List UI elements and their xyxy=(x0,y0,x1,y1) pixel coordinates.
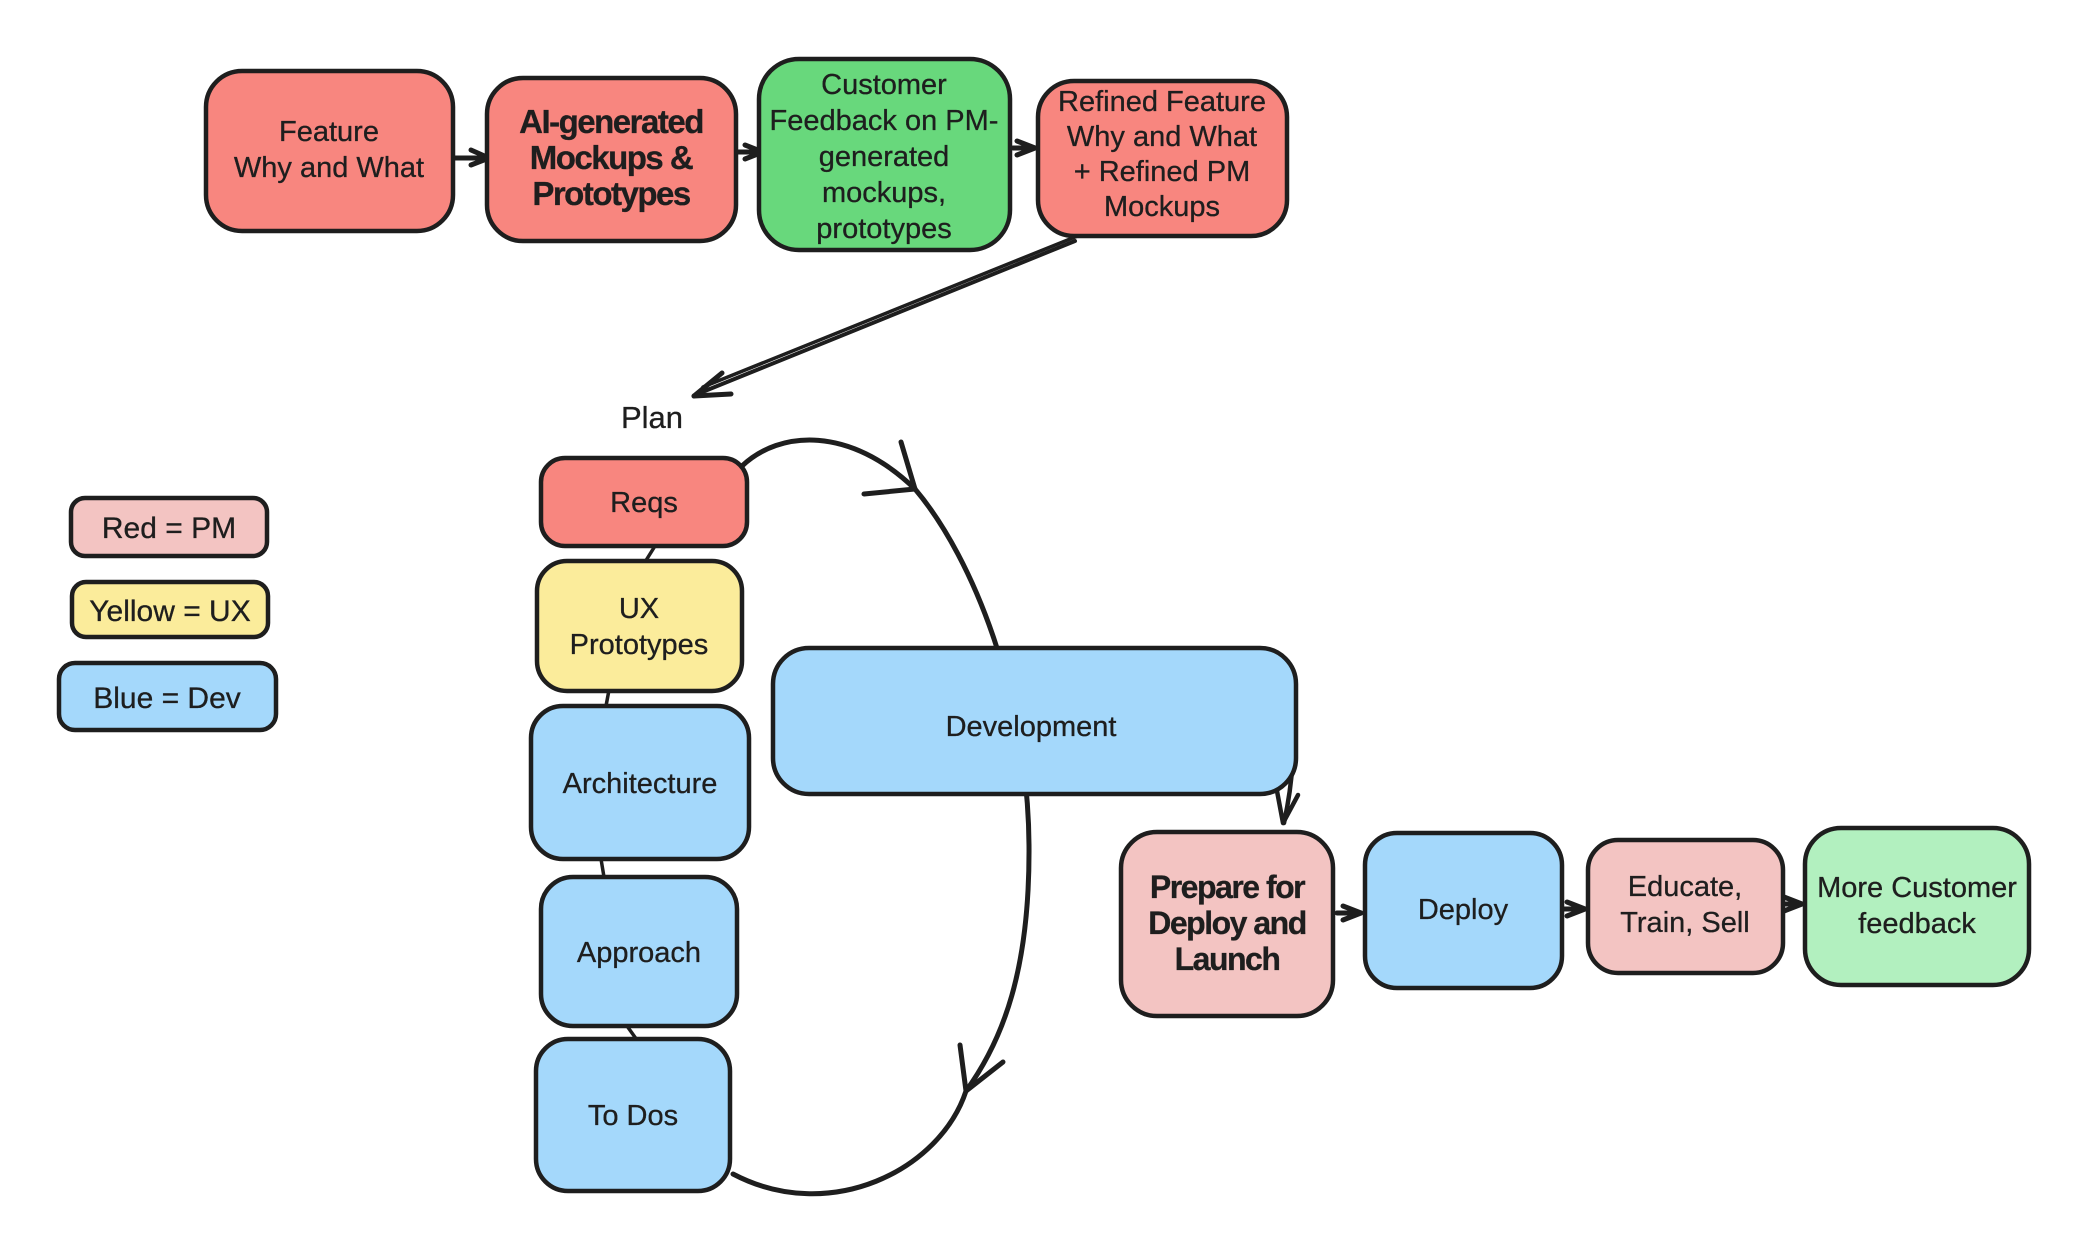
svg-text:Prepare for: Prepare for xyxy=(1150,869,1305,905)
svg-text:Blue = Dev: Blue = Dev xyxy=(93,682,241,715)
svg-text:Yellow = UX: Yellow = UX xyxy=(89,595,250,628)
svg-text:Prototypes: Prototypes xyxy=(570,629,709,661)
svg-text:Launch: Launch xyxy=(1175,941,1280,977)
svg-text:Deploy and: Deploy and xyxy=(1148,905,1305,941)
svg-text:Customer: Customer xyxy=(821,69,947,101)
svg-text:generated: generated xyxy=(819,141,950,173)
svg-text:Reqs: Reqs xyxy=(610,487,678,519)
svg-text:Mockups: Mockups xyxy=(1104,191,1220,223)
svg-text:Why and What: Why and What xyxy=(1067,121,1257,153)
svg-text:Deploy: Deploy xyxy=(1418,894,1509,926)
svg-text:Approach: Approach xyxy=(577,937,701,969)
svg-text:Feedback on PM-: Feedback on PM- xyxy=(770,105,999,137)
svg-text:UX: UX xyxy=(619,593,659,625)
svg-text:+ Refined PM: + Refined PM xyxy=(1074,156,1251,188)
svg-text:To Dos: To Dos xyxy=(588,1100,678,1132)
svg-text:Refined Feature: Refined Feature xyxy=(1058,86,1266,118)
svg-text:feedback: feedback xyxy=(1858,908,1976,940)
svg-text:Feature: Feature xyxy=(279,116,379,148)
svg-text:Train, Sell: Train, Sell xyxy=(1620,907,1749,939)
svg-text:prototypes: prototypes xyxy=(816,213,951,245)
svg-text:Mockups &: Mockups & xyxy=(530,139,693,176)
svg-text:Development: Development xyxy=(946,711,1117,743)
svg-text:Red = PM: Red = PM xyxy=(102,512,236,545)
svg-text:Educate,: Educate, xyxy=(1628,871,1742,903)
svg-text:Architecture: Architecture xyxy=(563,768,718,800)
svg-text:Why and What: Why and What xyxy=(234,152,424,184)
svg-text:More Customer: More Customer xyxy=(1817,872,2017,904)
svg-text:mockups,: mockups, xyxy=(822,177,946,209)
svg-text:Prototypes: Prototypes xyxy=(532,175,690,212)
svg-text:Plan: Plan xyxy=(621,400,683,435)
svg-text:AI-generated: AI-generated xyxy=(519,103,703,140)
